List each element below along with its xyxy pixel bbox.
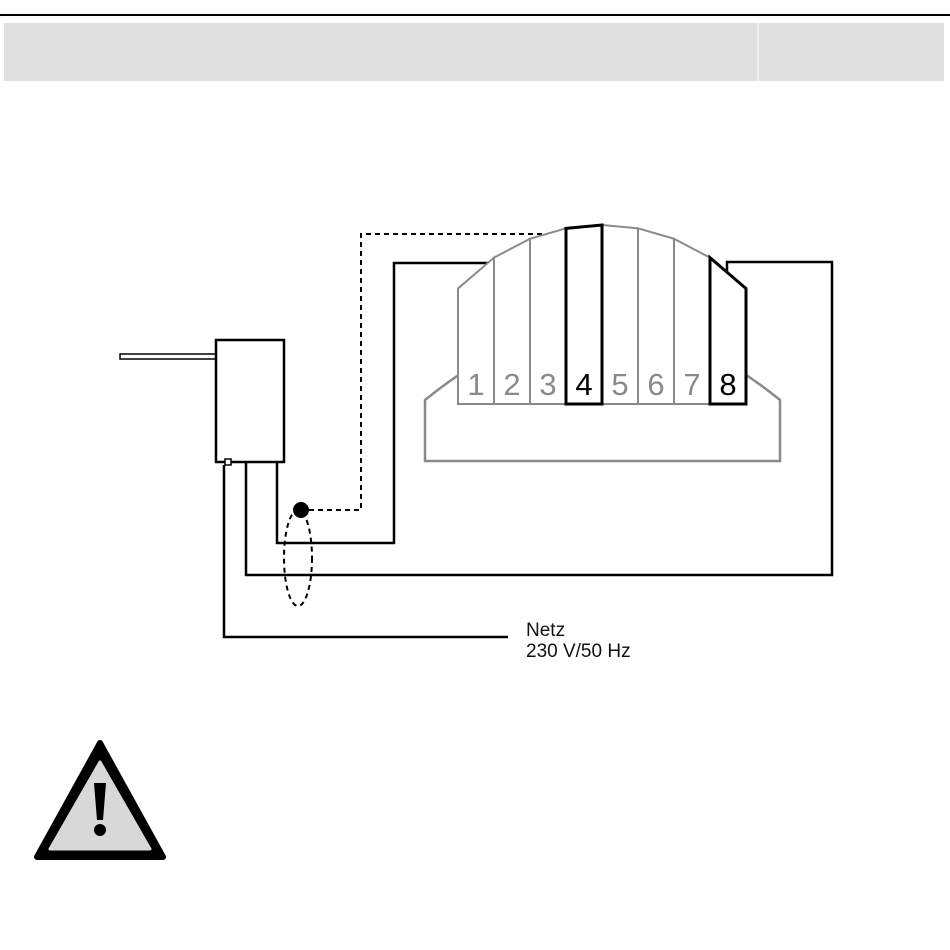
- supply-label-line1: Netz: [526, 620, 565, 641]
- terminal-label-5: 5: [611, 367, 628, 402]
- receiver-module: [216, 340, 284, 462]
- junction-dot: [293, 502, 309, 518]
- terminal-label-1: 1: [467, 367, 484, 402]
- terminal-label-6: 6: [647, 367, 664, 402]
- dashed-loop: [284, 510, 312, 606]
- supply-label-line2: 230 V/50 Hz: [526, 641, 631, 662]
- terminal-label-2: 2: [503, 367, 520, 402]
- terminal-label-7: 7: [683, 367, 700, 402]
- mains-wire: [224, 465, 508, 637]
- terminal-label-3: 3: [539, 367, 556, 402]
- warning-triangle-icon: [37, 743, 163, 857]
- terminal-label-8: 8: [719, 367, 736, 402]
- receiver-connector: [225, 459, 231, 465]
- warning-exclamation-dot: [94, 824, 106, 836]
- terminal-label-4: 4: [575, 367, 592, 402]
- antenna-rod: [120, 354, 216, 359]
